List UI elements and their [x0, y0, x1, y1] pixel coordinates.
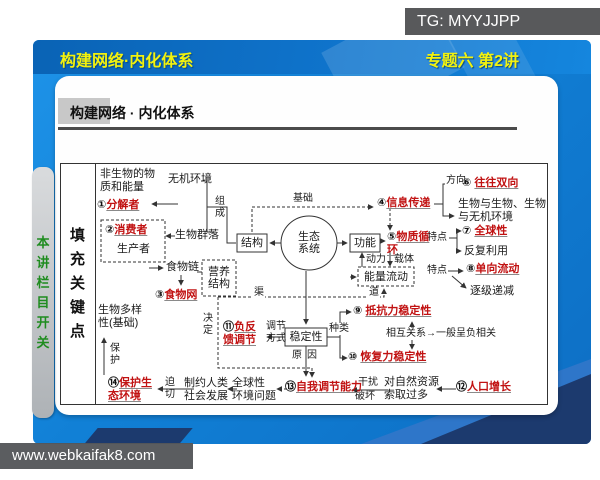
tg-badge: TG: MYYJJPP [405, 8, 600, 35]
label-inorganic-environment: 无机环境 [168, 173, 212, 185]
blank-5-answer: 物质循 环 [387, 231, 430, 256]
label-motive-force: 动力 [366, 254, 386, 265]
blank-8-number: ⑧ [466, 263, 476, 275]
slide-header-band: 构建网络·内化体系 专题六 第2讲 [33, 40, 591, 124]
card-title: 构建网络 · 内化体系 [70, 105, 195, 121]
label-direction: 方向 [445, 175, 467, 187]
blank-9-resistance-stability: ⑨ 抵抗力稳定性 [353, 305, 431, 318]
blank-11-negative-feedback: ⑪负反 馈调节 [223, 321, 269, 347]
label-carrier: 载体 [394, 254, 414, 265]
blank-1-number: ① [97, 199, 107, 211]
title-underline [58, 127, 517, 130]
blank-11-number: ⑪ [223, 321, 234, 333]
header-lesson-label: 专题六 第2讲 [425, 53, 519, 70]
label-mutual-relation: 相互关系→一般呈负相关 [385, 328, 497, 340]
blank-10-answer: 恢复力稳定性 [360, 351, 427, 363]
blank-9-answer: 抵抗力稳定性 [365, 305, 432, 317]
blank-3-number: ③ [155, 289, 165, 301]
label-channel-left: 渠 [253, 287, 265, 299]
label-disturb: 干扰 [358, 377, 378, 388]
label-urgent: 迫 切 [165, 377, 175, 400]
header-section-title: 构建网络·内化体系 [60, 53, 194, 70]
blank-11-answer: 负反 馈调节 [223, 321, 256, 346]
label-info-scope: 生物与生物、生物 与无机环境 [458, 198, 546, 223]
blank-8-one-way-flow: ⑧单向流动 [466, 263, 519, 276]
blank-13-self-regulation: ⑬自我调节能力 [285, 381, 362, 394]
blank-4-answer: 信息传递 [386, 197, 431, 209]
label-destroy: 破坏 [355, 391, 375, 402]
blank-10-number: ⑩ [348, 351, 361, 363]
watermark-url: www.webkaifak8.com [0, 443, 193, 469]
label-basis: 基础 [292, 193, 314, 205]
blank-2-answer: 消费者 [114, 224, 148, 236]
blank-8-answer: 单向流动 [475, 263, 520, 275]
blank-6-answer: 往往双向 [474, 177, 519, 189]
label-over-exploit-resources: 对自然资源 索取过多 [384, 376, 439, 401]
blank-14-protect-environment: ⑭保护生 态环境 [108, 377, 158, 403]
label-biotic-community: 生物群落 [175, 229, 219, 241]
label-channel-right: 道 [368, 287, 380, 299]
blank-3-food-web: ③食物网 [155, 289, 197, 302]
sidebar-toggle-tab[interactable]: 本讲栏目开关 [32, 167, 54, 418]
fill-key-points-label: 填充关键点 [69, 227, 85, 340]
blank-5-matter-cycle: ⑤物质循 环 [387, 231, 429, 257]
title-highlight-block [58, 98, 110, 124]
blank-14-number: ⑭ [108, 377, 119, 389]
blank-12-answer: 人口增长 [467, 381, 511, 393]
label-feature-energy: 特点 [427, 265, 447, 276]
blank-7-number: ⑦ [462, 225, 475, 237]
label-biodiversity: 生物多样 性(基础) [98, 304, 142, 329]
blank-12-number: ⑫ [456, 381, 467, 393]
label-producer: 生产者 [117, 243, 150, 255]
label-constrain-society: 制约人类 社会发展 [184, 377, 228, 402]
blank-9-number: ⑨ [353, 305, 366, 317]
label-regulation-mode: 调节 方式 [266, 321, 286, 344]
label-protect: 保 护 [110, 343, 120, 366]
blank-4-number: ④ [377, 197, 387, 209]
label-global-env-problems: 全球性 环境问题 [232, 377, 276, 402]
blank-14-answer: 保护生 态环境 [108, 377, 152, 402]
blank-13-answer: 自我调节能力 [296, 381, 362, 393]
label-reuse: 反复利用 [464, 245, 508, 257]
blank-3-answer: 食物网 [164, 289, 198, 301]
function-box: 功能 [354, 237, 376, 249]
label-reason: 原因 [292, 350, 322, 361]
fill-key-points-column: 填充关键点 [60, 163, 96, 405]
energy-flow-box: 能量流动 [364, 270, 408, 283]
structure-box: 结构 [241, 237, 263, 249]
sidebar-toggle-label: 本讲栏目开关 [36, 234, 50, 350]
blank-7-global: ⑦ 全球性 [462, 225, 507, 238]
blank-2-number: ② [105, 224, 115, 236]
label-determines: 决 定 [203, 313, 213, 336]
blank-7-answer: 全球性 [474, 225, 508, 237]
blank-6-bidirectional: ⑥ 往往双向 [462, 177, 518, 190]
ecosystem-node: 生态 系统 [298, 231, 320, 255]
stability-box: 稳定性 [289, 331, 323, 343]
blank-2-consumer: ②消费者 [105, 224, 147, 237]
trophic-structure-box: 营养 结构 [208, 266, 230, 290]
blank-1-decomposer: ①分解者 [97, 199, 139, 212]
label-types: 种类 [328, 323, 350, 335]
label-feature-matter: 特点 [427, 232, 447, 243]
blank-6-number: ⑥ [462, 177, 475, 189]
blank-10-resilience-stability: ⑩ 恢复力稳定性 [348, 351, 426, 364]
blank-1-answer: 分解者 [106, 199, 140, 211]
label-food-chain: 食物链 [166, 261, 199, 273]
blank-13-number: ⑬ [285, 381, 296, 393]
blank-12-population-growth: ⑫人口增长 [456, 381, 511, 394]
bottom-left-swoosh [84, 428, 193, 444]
blank-4-info-transfer: ④信息传递 [377, 197, 430, 210]
label-stepwise-decrease: 逐级递减 [470, 285, 514, 297]
label-abiotic-matter: 非生物的物 质和能量 [100, 168, 155, 193]
label-composition: 组 成 [215, 196, 225, 219]
blank-5-number: ⑤ [387, 231, 397, 243]
